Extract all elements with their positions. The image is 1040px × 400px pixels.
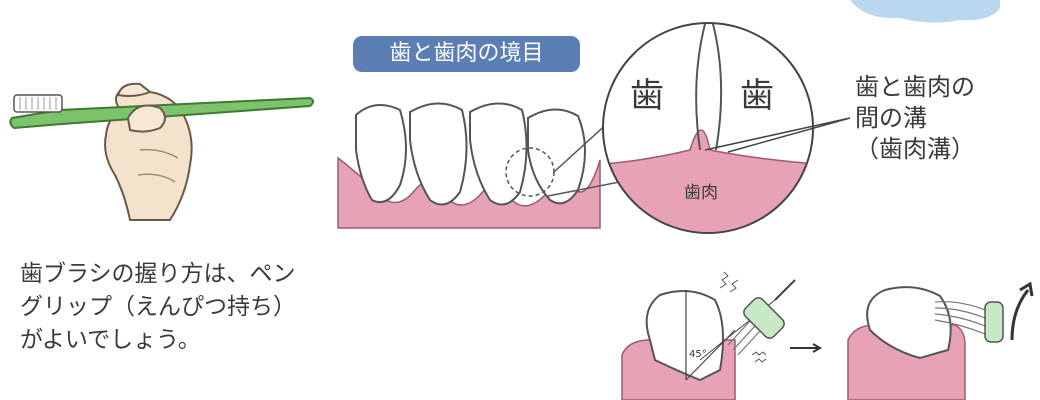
gingival-sulcus-callout: 歯と歯肉の 間の溝 （歯肉溝） <box>855 72 975 165</box>
caption-line: グリップ（えんぴつ持ち） <box>20 291 296 324</box>
tooth-label-right: 歯 <box>740 68 774 117</box>
curved-arrow-icon <box>1012 290 1028 340</box>
tooth <box>528 109 585 203</box>
callout-line: （歯肉溝） <box>855 134 975 165</box>
caption-line: 歯ブラシの握り方は、ペン <box>20 258 296 291</box>
index-finger <box>118 84 150 96</box>
callout-line: 間の溝 <box>855 103 975 134</box>
section-badge: 歯と歯肉の境目 <box>353 36 580 72</box>
tooth <box>470 103 527 204</box>
brushing-45-degree-illustration <box>622 272 795 400</box>
angle-label: 45° <box>689 349 707 360</box>
callout-line: 歯と歯肉の <box>855 72 975 103</box>
hand-holding-toothbrush-illustration <box>10 84 313 220</box>
grip-caption: 歯ブラシの握り方は、ペン グリップ（えんぴつ持ち） がよいでしょう。 <box>20 258 296 357</box>
cloud-decoration <box>850 0 1000 23</box>
gum-label: 歯肉 <box>684 178 718 203</box>
tooth-label-left: 歯 <box>630 68 664 117</box>
brushing-roll-illustration <box>848 284 1032 400</box>
caption-line: がよいでしょう。 <box>20 324 296 357</box>
